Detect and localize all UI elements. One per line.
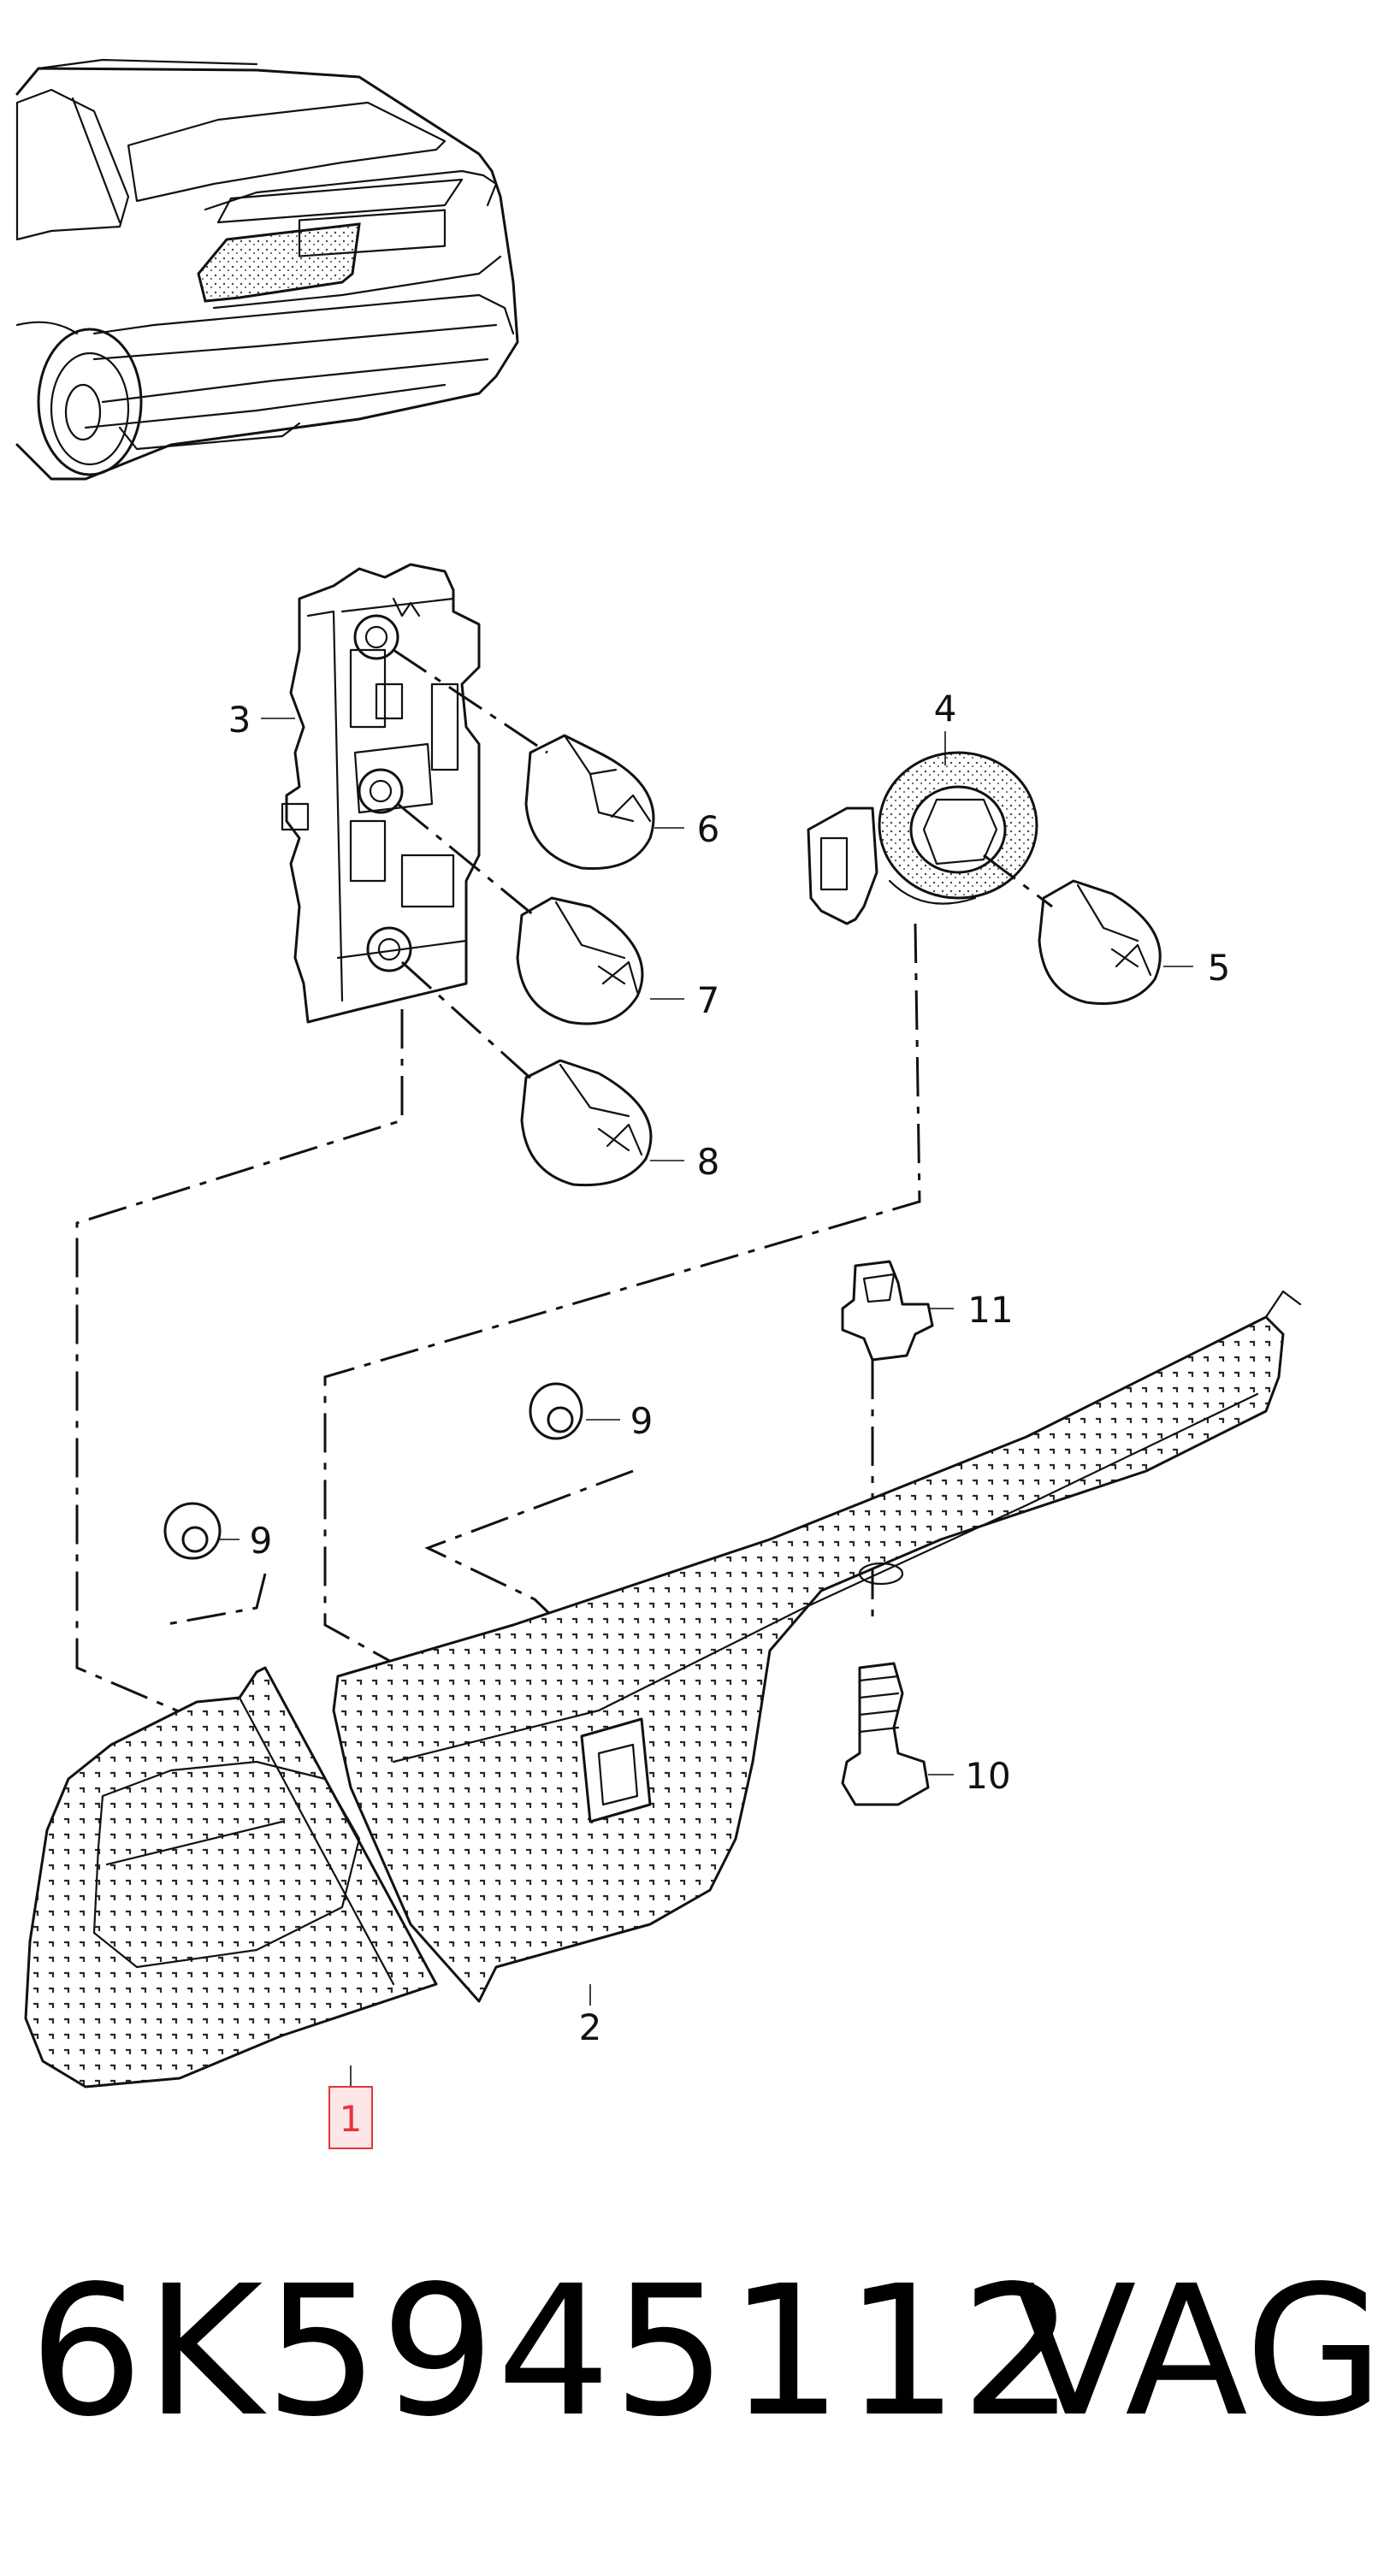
grommet-part-9-upper bbox=[529, 1382, 583, 1440]
tail-light-part-2 bbox=[332, 1290, 1302, 2003]
brand-label: VAG bbox=[1014, 2247, 1384, 2456]
callout-10[interactable]: 10 bbox=[965, 1755, 1010, 1797]
bulb-part-8 bbox=[520, 1059, 653, 1187]
callout-2[interactable]: 2 bbox=[579, 2006, 602, 2048]
screw-part-10 bbox=[841, 1662, 930, 1806]
callout-8[interactable]: 8 bbox=[697, 1141, 720, 1183]
bulb-part-5 bbox=[1038, 879, 1162, 1005]
car-illustration bbox=[15, 58, 519, 481]
parts-diagram: 3 4 5 6 7 8 11 9 9 10 2 1 bbox=[15, 58, 1302, 2149]
highlight-box bbox=[328, 2086, 373, 2149]
callout-1[interactable]: 1 bbox=[340, 2098, 363, 2140]
bulb-holder-part-3 bbox=[281, 563, 481, 1024]
callout-9-lower[interactable]: 9 bbox=[250, 1520, 273, 1562]
socket-part-4 bbox=[807, 751, 1038, 925]
clip-part-11 bbox=[841, 1260, 934, 1362]
callout-11[interactable]: 11 bbox=[967, 1289, 1013, 1331]
tail-light-part-1 bbox=[24, 1666, 438, 2089]
callout-4[interactable]: 4 bbox=[934, 688, 957, 730]
bulb-part-7 bbox=[516, 896, 644, 1025]
bulb-part-6 bbox=[524, 734, 655, 871]
callout-labels: 3 4 5 6 7 8 11 9 9 10 2 1 bbox=[228, 688, 1231, 2140]
part-number: 6K5945112 bbox=[29, 2247, 1077, 2456]
callout-leaders bbox=[218, 718, 1193, 2087]
callout-5[interactable]: 5 bbox=[1208, 947, 1231, 989]
callout-3[interactable]: 3 bbox=[228, 699, 251, 741]
callout-6[interactable]: 6 bbox=[697, 808, 720, 850]
callout-9-upper[interactable]: 9 bbox=[630, 1400, 654, 1442]
callout-7[interactable]: 7 bbox=[697, 979, 720, 1021]
grommet-part-9-lower bbox=[163, 1502, 222, 1560]
